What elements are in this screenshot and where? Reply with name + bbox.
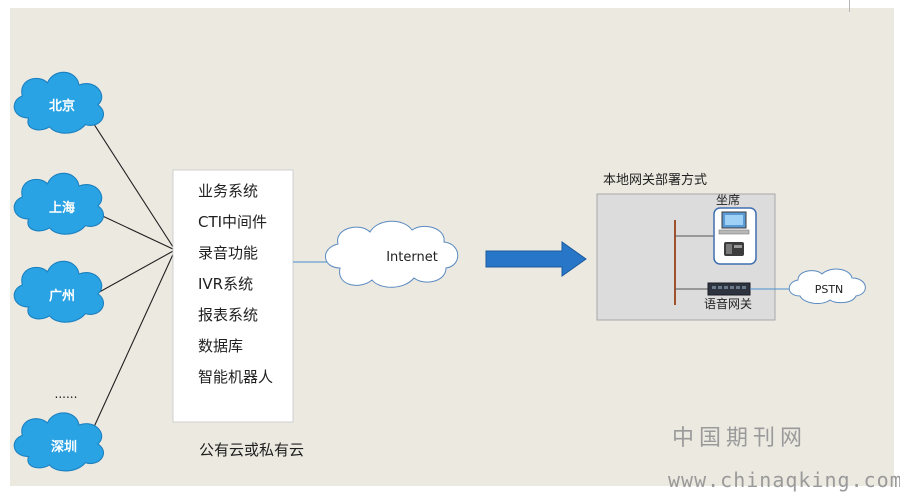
pstn-label: PSTN bbox=[815, 283, 844, 296]
guangzhou-link bbox=[93, 249, 176, 296]
watermark-title: 中国期刊网 bbox=[672, 426, 808, 451]
service-item: 数据库 bbox=[198, 337, 243, 355]
city-beijing-label: 北京 bbox=[49, 98, 75, 114]
computer-icon bbox=[718, 211, 750, 235]
pstn-cloud bbox=[788, 268, 866, 304]
corner-mark bbox=[849, 0, 850, 12]
phone-icon bbox=[724, 242, 744, 256]
city-links bbox=[87, 117, 176, 441]
internet-cloud bbox=[325, 220, 459, 288]
service-item: 智能机器人 bbox=[198, 368, 273, 386]
cloud-box-caption: 公有云或私有云 bbox=[199, 441, 304, 459]
shenzhen-link bbox=[87, 249, 176, 441]
service-item: 录音功能 bbox=[198, 244, 258, 262]
gateway-device-icon bbox=[707, 282, 751, 296]
service-item: 业务系统 bbox=[198, 182, 258, 200]
gateway-label: 语音网关 bbox=[704, 296, 752, 311]
service-item: IVR系统 bbox=[198, 275, 253, 293]
shanghai-link bbox=[93, 211, 176, 251]
agent-label: 坐席 bbox=[716, 192, 740, 207]
beijing-link bbox=[89, 117, 176, 251]
watermark-url: www.chinaqking.com bbox=[668, 468, 900, 492]
deploy-arrow bbox=[485, 241, 587, 277]
service-item: 报表系统 bbox=[198, 306, 258, 324]
cloud-service-box bbox=[172, 169, 294, 423]
city-guangzhou-label: 广州 bbox=[49, 288, 75, 304]
service-item: CTI中间件 bbox=[198, 213, 267, 231]
service-list: 业务系统 CTI中间件 录音功能 IVR系统 报表系统 数据库 智能机器人 bbox=[198, 182, 273, 386]
city-shenzhen-label: 深圳 bbox=[51, 439, 77, 455]
city-shanghai-label: 上海 bbox=[49, 200, 75, 216]
local-deploy-title: 本地网关部署方式 bbox=[603, 172, 707, 188]
city-ellipsis: ...... bbox=[55, 387, 78, 401]
internet-label: Internet bbox=[386, 250, 438, 265]
